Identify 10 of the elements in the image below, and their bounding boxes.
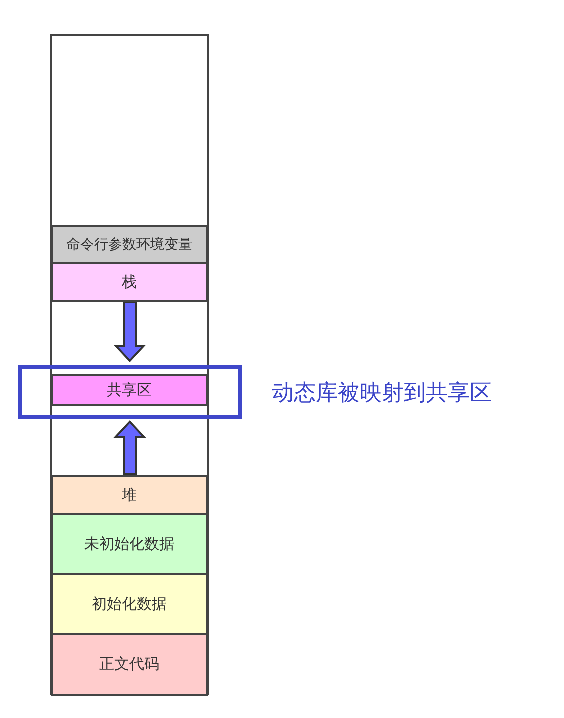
memory-segment: 正文代码 bbox=[51, 633, 208, 696]
memory-segment: 堆 bbox=[51, 475, 208, 515]
block-arrow bbox=[114, 301, 146, 362]
memory-segment: 命令行参数环境变量 bbox=[51, 225, 208, 264]
annotation-text: 动态库被映射到共享区 bbox=[272, 380, 492, 408]
memory-segment: 初始化数据 bbox=[51, 573, 208, 635]
memory-segment: 共享区 bbox=[51, 374, 208, 406]
memory-segment: 未初始化数据 bbox=[51, 513, 208, 575]
block-arrow bbox=[114, 420, 146, 475]
memory-segment: 栈 bbox=[51, 262, 208, 302]
